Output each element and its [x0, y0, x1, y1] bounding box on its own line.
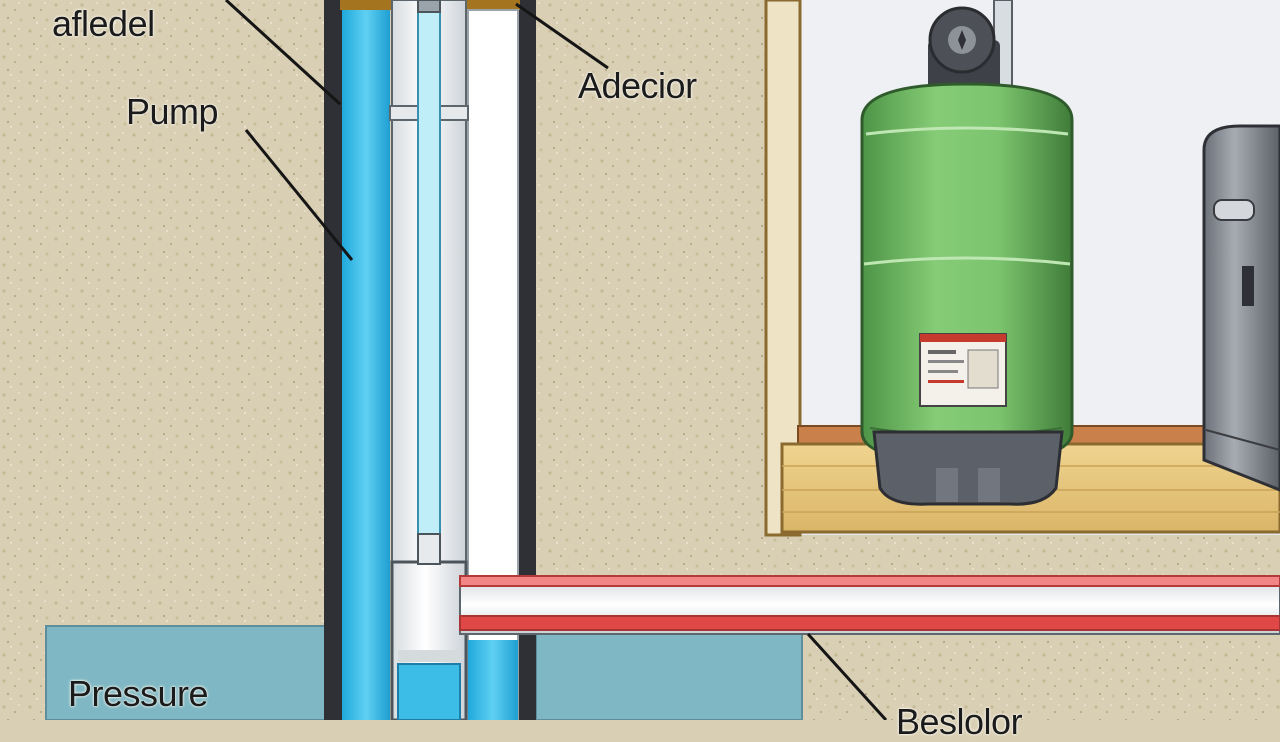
water-heater: [1202, 124, 1280, 492]
label-bottom-right: Beslolor: [896, 701, 1023, 742]
groundwater-layer: [45, 625, 803, 720]
leader-bottom: [806, 632, 888, 720]
drop-pipe: [389, 0, 469, 571]
supply-pipe: [459, 575, 1280, 635]
leader-pump: [244, 129, 354, 261]
label-pressure: Pressure: [68, 673, 209, 714]
leader-lines: [224, 0, 888, 720]
well-water-column: [342, 10, 390, 720]
label-pump: Pump: [126, 91, 219, 132]
tank-base: [872, 430, 1064, 506]
leader-affedel: [224, 0, 342, 106]
submersible-pump: [390, 533, 468, 720]
well-casing: [324, 0, 536, 720]
well-system-diagram: [0, 0, 1280, 720]
pressure-tank: [860, 0, 1074, 506]
label-top-left: afledel: [52, 3, 155, 44]
leader-adector: [515, 2, 609, 70]
label-top-middle: Adecior: [578, 65, 697, 106]
